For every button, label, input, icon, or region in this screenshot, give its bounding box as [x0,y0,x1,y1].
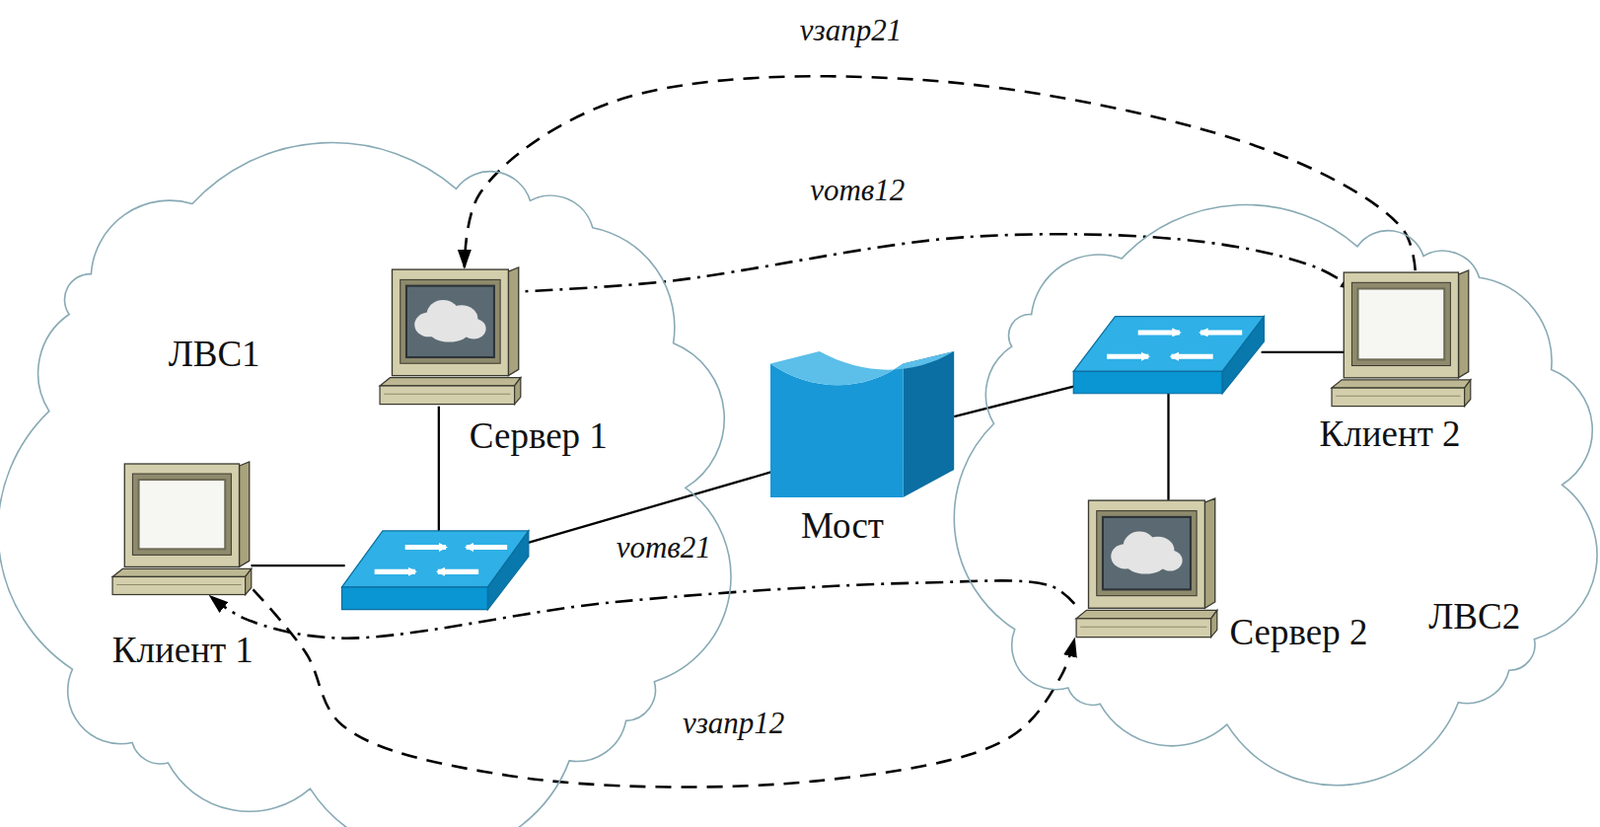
cloud-outline [11,150,722,825]
client-outline [1329,270,1473,409]
server-computer: Сервер 2 [1074,498,1220,640]
lan-cloud: ЛВС1Сервер 1Клиент 1 [11,150,722,825]
bridge-device: Мост [770,349,956,498]
cloud-outline [956,209,1599,761]
client-outline [110,461,254,597]
wire [953,385,1076,417]
device-name: Сервер 1 [469,416,608,457]
network-name: ЛВС2 [1428,596,1521,638]
traffic-flow-arrow [210,580,1075,638]
client-computer: Клиент 1 [110,461,254,597]
bridge-outline [770,349,956,498]
server-outline [1074,498,1220,640]
traffic-flow-arrow [464,75,1416,271]
flow-rate-label: νотв12 [805,171,909,209]
device-name: Клиент 1 [112,630,254,671]
network-name: ЛВС1 [168,334,261,375]
traffic-flow-arrow [253,588,1076,787]
flow-rate-label: νзапр12 [678,704,789,741]
wire [1261,351,1358,354]
wire [1166,392,1169,501]
flow-rate-label: νотв21 [612,528,716,566]
network-switch [1073,316,1264,394]
device-name: Мост [800,506,884,547]
client-computer: Клиент 2 [1329,270,1473,409]
wire [437,406,440,535]
flow-rate-label: νзапр21 [796,11,906,49]
device-name: Клиент 2 [1319,414,1461,455]
network-switch [342,530,529,610]
server-outline [377,267,523,407]
device-name: Сервер 2 [1229,612,1368,654]
lan-cloud: ЛВС2 Клиент 2 Сервер 2 [956,209,1599,761]
wire [250,564,345,567]
server-computer: Сервер 1 [377,267,523,407]
